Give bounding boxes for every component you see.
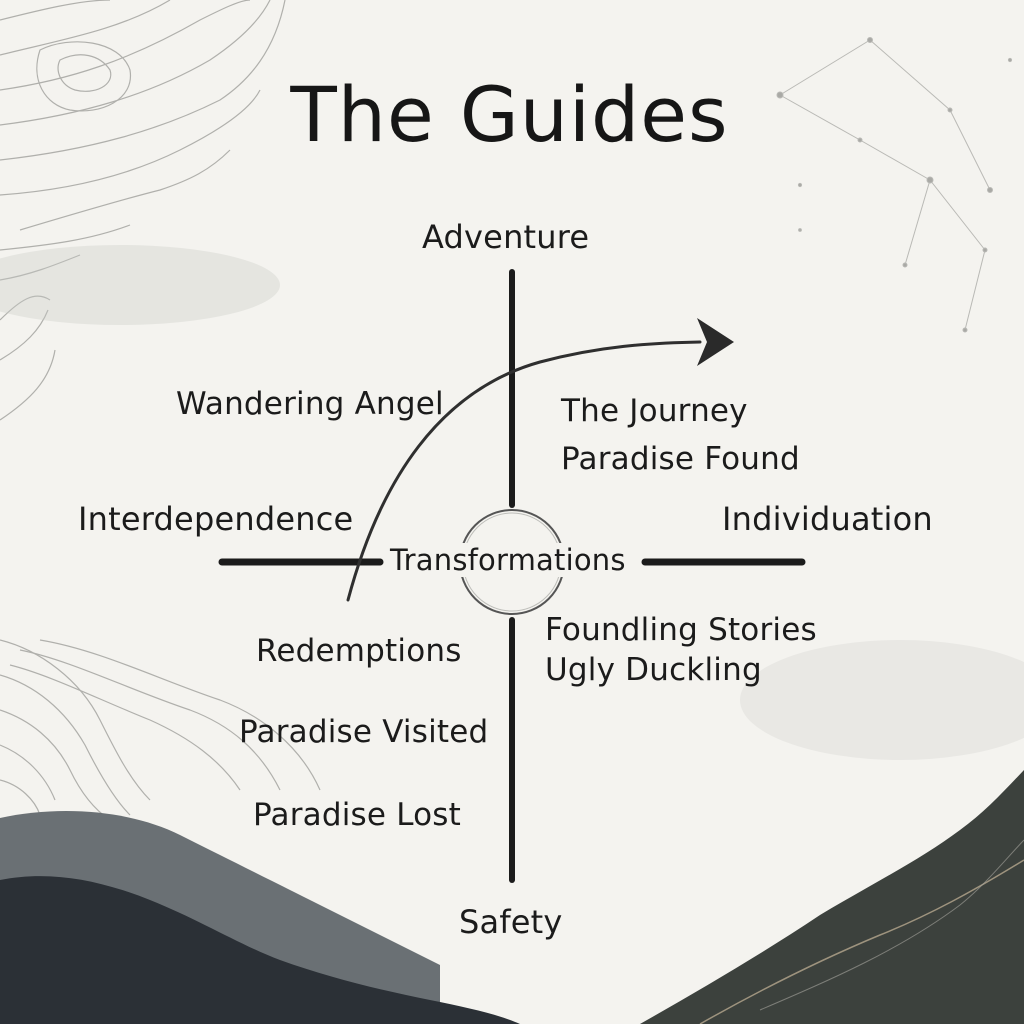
quadrant-bottom-right-item: Foundling Stories bbox=[545, 612, 817, 648]
quadrant-top-right-item: The Journey bbox=[561, 393, 748, 429]
axis-label-right: Individuation bbox=[722, 500, 933, 538]
page-title: The Guides bbox=[290, 70, 729, 159]
mountain-right-ridge bbox=[699, 859, 1024, 1024]
arrow-head-icon bbox=[697, 318, 734, 366]
axis-label-bottom: Safety bbox=[459, 903, 563, 941]
quadrant-top-right-item: Paradise Found bbox=[561, 441, 800, 477]
quadrant-bottom-right-item: Ugly Duckling bbox=[545, 652, 762, 688]
constellation-top-right bbox=[776, 37, 1013, 333]
axes bbox=[218, 269, 806, 883]
mountain-right-ridge-2 bbox=[759, 839, 1024, 1011]
topo-lines-top-left bbox=[0, 0, 286, 421]
mountain-dark-left bbox=[0, 876, 520, 1024]
center-label: Transformations bbox=[384, 543, 632, 577]
quadrant-top-left-item: Wandering Angel bbox=[176, 386, 444, 422]
quadrant-bottom-left-item: Redemptions bbox=[256, 633, 462, 669]
growth-arrow-line bbox=[346, 340, 702, 602]
axis-label-left: Interdependence bbox=[78, 500, 354, 538]
mountain-right bbox=[640, 770, 1024, 1024]
topo-lines-bottom-left bbox=[0, 639, 321, 821]
quadrant-bottom-left-item: Paradise Visited bbox=[239, 714, 489, 750]
axis-label-top: Adventure bbox=[422, 218, 590, 256]
quadrant-bottom-left-item: Paradise Lost bbox=[253, 797, 462, 833]
watercolor-wash bbox=[0, 245, 1024, 760]
